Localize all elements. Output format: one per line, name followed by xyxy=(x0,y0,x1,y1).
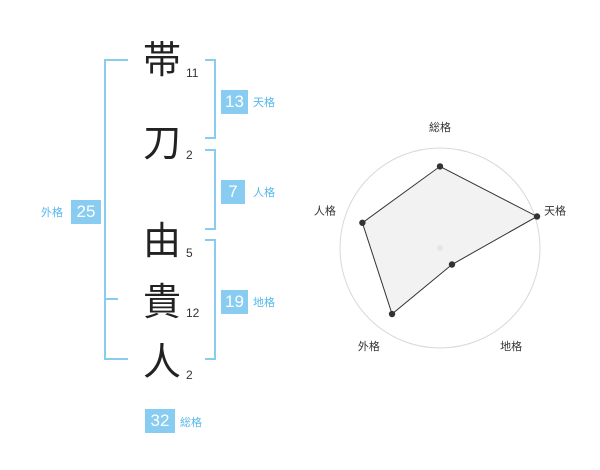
tenkaku-value-box: 13 xyxy=(221,90,248,114)
gaikaku-label: 外格 xyxy=(41,206,63,219)
stroke-count-3: 5 xyxy=(186,246,193,260)
soukaku-value-box: 32 xyxy=(145,409,175,433)
radar-point-4 xyxy=(388,310,396,318)
radar-point-1 xyxy=(436,163,444,170)
radar-axis-label-5: 人格 xyxy=(314,204,336,218)
radar-polygon xyxy=(361,165,539,315)
stroke-count-5: 2 xyxy=(186,368,193,382)
soukaku-label: 総格 xyxy=(180,416,202,429)
name-char-5: 人 xyxy=(142,340,181,384)
jinkaku-label: 人格 xyxy=(253,186,275,199)
name-char-4: 貴 xyxy=(142,280,181,324)
radar-point-3 xyxy=(448,261,456,268)
radar-axis-label-4: 外格 xyxy=(358,339,380,353)
tenkaku-label: 天格 xyxy=(253,96,275,109)
radar-point-2 xyxy=(533,213,541,220)
jinkaku-value-box: 7 xyxy=(221,180,245,204)
chikaku-label: 地格 xyxy=(253,296,275,309)
stroke-count-4: 12 xyxy=(186,306,200,320)
radar-area xyxy=(361,165,539,315)
radar-axis-label-2: 天格 xyxy=(544,204,566,218)
radar-axis-label-1: 総格 xyxy=(429,120,451,134)
radar-axis-label-3: 地格 xyxy=(500,339,522,353)
name-char-1: 帯 xyxy=(142,38,181,82)
name-char-3: 由 xyxy=(142,219,181,263)
name-char-2: 刀 xyxy=(142,121,181,165)
stroke-count-1: 11 xyxy=(186,66,199,80)
gaikaku-value-box: 25 xyxy=(71,200,101,224)
chikaku-value-box: 19 xyxy=(221,290,248,314)
stroke-count-2: 2 xyxy=(186,148,193,162)
radar-point-5 xyxy=(359,219,366,226)
radar-points xyxy=(359,163,541,318)
